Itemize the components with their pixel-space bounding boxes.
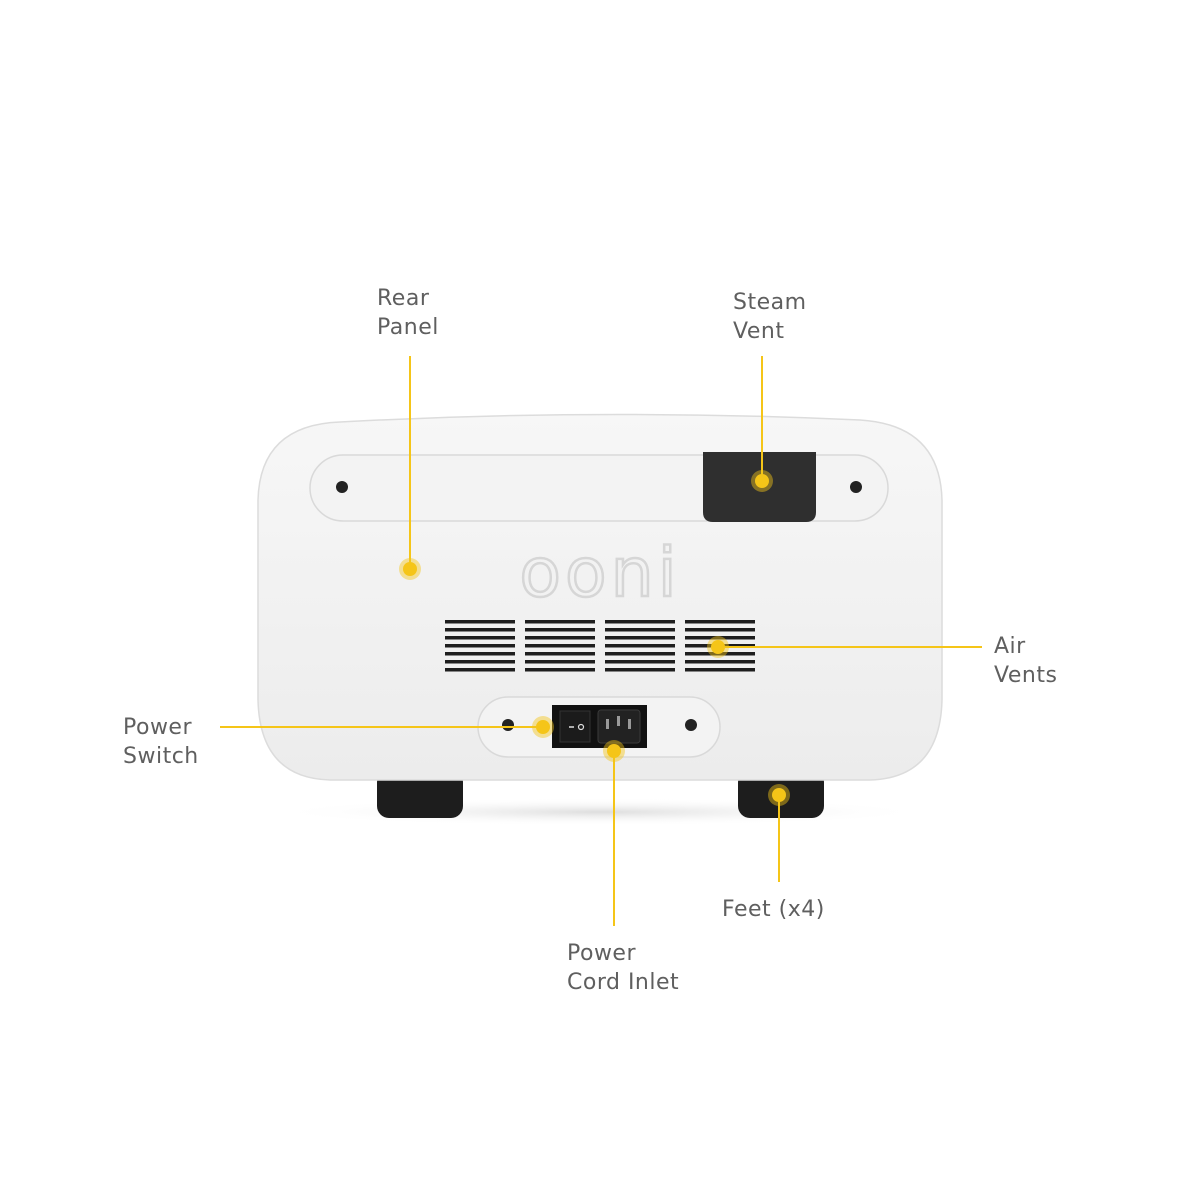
screw-top-right xyxy=(850,481,862,493)
vent-slat xyxy=(685,620,755,624)
vent-slat xyxy=(525,668,595,672)
screw-bottom-right xyxy=(685,719,697,731)
label-air-vents-line2: Vents xyxy=(994,663,1058,688)
callout-dot-power-cord-core xyxy=(607,744,621,758)
screw-top-left xyxy=(336,481,348,493)
vent-slat xyxy=(605,668,675,672)
callout-dot-air-vents-core xyxy=(711,640,725,654)
screw-bottom-left xyxy=(502,719,514,731)
vent-slat xyxy=(605,636,675,640)
label-rear-panel-line1: Rear xyxy=(377,286,430,311)
vent-slat xyxy=(445,636,515,640)
callout-dot-power-switch-core xyxy=(536,720,550,734)
vent-slat xyxy=(685,652,755,656)
callout-dot-steam-vent-core xyxy=(755,474,769,488)
vent-slat xyxy=(445,660,515,664)
switch-off-mark xyxy=(577,723,585,731)
vent-slat xyxy=(605,660,675,664)
vent-slat xyxy=(605,628,675,632)
vent-slat xyxy=(605,620,675,624)
foot-left xyxy=(377,770,463,818)
label-steam-vent-line1: Steam xyxy=(733,290,807,315)
power-switch-rocker xyxy=(559,710,591,743)
vent-slat xyxy=(685,636,755,640)
vent-slat xyxy=(685,628,755,632)
label-power-cord-line1: Power xyxy=(567,941,637,966)
vent-slat xyxy=(685,668,755,672)
floor-shadow xyxy=(270,798,930,826)
socket-pin-center xyxy=(617,716,620,726)
vent-slat xyxy=(445,652,515,656)
label-power-switch-line2: Switch xyxy=(123,744,199,769)
label-power-switch-line1: Power xyxy=(123,715,193,740)
vent-slat xyxy=(445,668,515,672)
label-rear-panel-line2: Panel xyxy=(377,315,439,340)
vent-slat xyxy=(525,628,595,632)
vent-slat xyxy=(525,644,595,648)
label-feet: Feet (x4) xyxy=(722,895,825,924)
vent-slat xyxy=(525,652,595,656)
vent-slat xyxy=(525,636,595,640)
vent-slat xyxy=(445,628,515,632)
socket-pin-left xyxy=(606,719,609,729)
label-steam-vent: Steam Vent xyxy=(733,288,807,346)
callout-dot-rear-panel-core xyxy=(403,562,417,576)
label-rear-panel: Rear Panel xyxy=(377,284,439,342)
label-power-switch: Power Switch xyxy=(123,713,199,771)
vent-slat xyxy=(685,660,755,664)
vent-slat xyxy=(605,644,675,648)
label-steam-vent-line2: Vent xyxy=(733,319,785,344)
label-power-cord-line2: Cord Inlet xyxy=(567,970,680,995)
vent-slat xyxy=(525,620,595,624)
vent-slat xyxy=(605,652,675,656)
brand-logo: ooni xyxy=(519,534,680,613)
air-vents-grille xyxy=(445,620,755,672)
socket-pin-right xyxy=(628,719,631,729)
vent-slat xyxy=(445,620,515,624)
callout-dot-feet-core xyxy=(772,788,786,802)
vent-slat xyxy=(445,644,515,648)
power-cord-socket xyxy=(597,709,641,744)
label-feet-line1: Feet (x4) xyxy=(722,897,825,922)
label-air-vents: Air Vents xyxy=(994,632,1057,690)
vent-slat xyxy=(525,660,595,664)
label-power-cord: Power Cord Inlet xyxy=(567,939,679,997)
label-air-vents-line1: Air xyxy=(994,634,1026,659)
